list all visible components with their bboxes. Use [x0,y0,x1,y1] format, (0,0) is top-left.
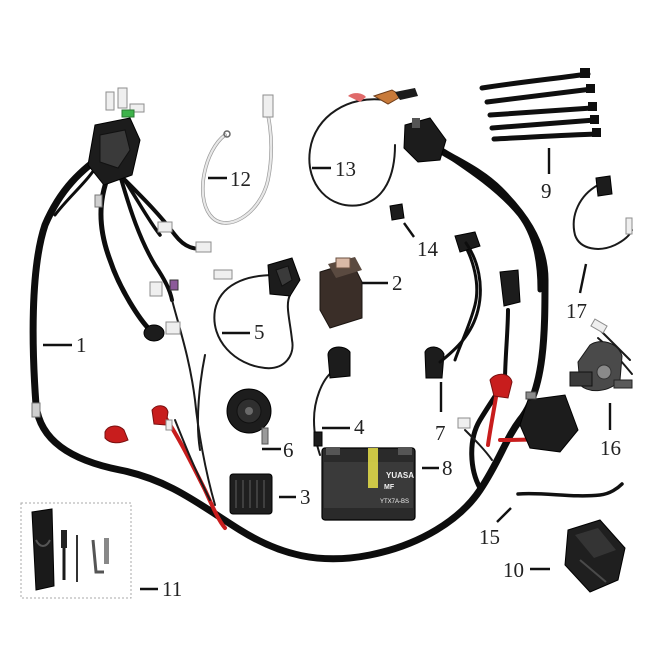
callout-17: 17 [566,299,587,323]
part-4-sensor [312,346,351,456]
part-5-ignition-coil [213,257,301,370]
callout-10: 10 [503,558,524,582]
part-15-cable [516,482,624,498]
part-14-clip [389,203,405,221]
callout-4: 4 [354,415,365,439]
part-7-plug-lead [438,241,482,364]
part-9-cable-ties [479,68,601,142]
callout-12: 12 [230,167,251,191]
part-17-plug-lead [572,175,633,250]
callout-3: 3 [300,485,311,509]
part-10-cdi-box [564,519,626,593]
battery-sub-brand-label: MF [384,484,395,491]
callout-9: 9 [541,179,552,203]
part-12-white-wire [201,94,274,225]
part-8-battery [321,447,416,521]
callout-8: 8 [442,456,453,480]
part-2-relay [319,257,363,329]
callout-5: 5 [254,320,265,344]
callout-13: 13 [335,157,356,181]
part-3-regulator [229,473,273,515]
leader-lines [43,148,612,591]
part-6-horn [226,388,272,445]
part-11-tool-kit [20,502,132,599]
main-wiring-harness [29,87,579,563]
callout-1: 1 [76,333,87,357]
callout-14: 14 [417,237,439,261]
battery-brand-label: YUASA [386,471,414,480]
callout-11: 11 [162,577,182,601]
part-16-ignition-switch [569,318,633,392]
battery-model-label: YTX7A-BS [380,499,409,505]
callout-15: 15 [479,525,500,549]
callout-7: 7 [435,421,446,445]
callout-16: 16 [600,436,621,460]
callout-2: 2 [392,271,403,295]
part-13-brake-switch-wire [308,88,418,207]
callout-6: 6 [283,438,294,462]
